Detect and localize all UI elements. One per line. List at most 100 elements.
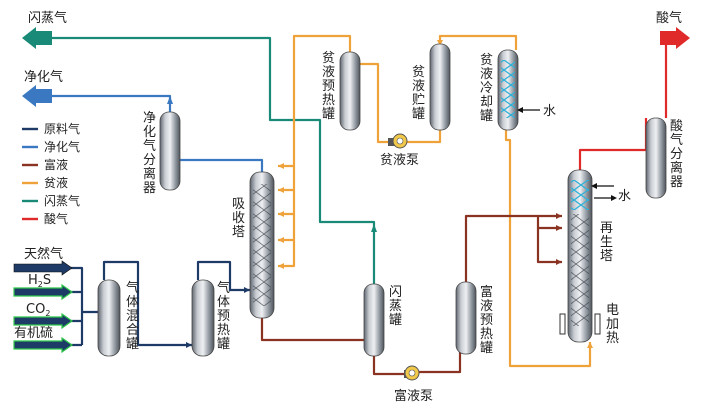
vessel-label-char: 气 — [217, 280, 230, 296]
purified-gas-separator: 净化气分离器 — [143, 111, 181, 196]
vessel-label-char: 罐 — [322, 107, 335, 122]
rich-preheat-tank-body — [455, 281, 477, 355]
feed-inputs: 天然气 H2S CO2 有机硫 — [13, 246, 74, 354]
absorber-tower: 吸收塔 — [232, 171, 275, 319]
lean-preheat-tank: 贫液预热罐 — [322, 50, 361, 131]
vessel-label-char: 贮 — [412, 93, 425, 108]
vessel-label-char: 冷 — [480, 81, 493, 96]
gas-preheat-tank-body — [191, 279, 215, 357]
vessel-label-char: 液 — [322, 65, 335, 80]
rich-pump-label: 富液泵 — [394, 388, 433, 404]
acid-gas-separator-body — [645, 117, 667, 199]
lean-storage-tank: 贫液贮罐 — [412, 43, 451, 131]
vessel-label-char: 收 — [232, 211, 245, 226]
lean-preheat-tank-label: 贫液预热罐 — [322, 50, 335, 122]
flash-tank: 闪蒸罐 — [363, 283, 402, 357]
natural-gas-input-arrow — [13, 260, 73, 276]
vessel-label-char: 化 — [143, 125, 156, 140]
vessel-label-char: 加 — [606, 317, 619, 332]
acid-gas-output-arrow — [660, 27, 690, 49]
vessel-label-char: 电 — [606, 303, 619, 318]
vessel-label-char: 液 — [412, 79, 425, 94]
vessel-label-char: 预 — [217, 309, 230, 324]
vessel-label-char: 气 — [126, 280, 139, 296]
lean-pump-base — [388, 138, 396, 146]
vessel-label-char: 气 — [143, 138, 156, 154]
vessel-label-char: 预 — [480, 313, 493, 328]
gas-preheat-tank: 气体预热罐 — [191, 279, 230, 357]
rich-preheat-tank: 富液预热罐 — [455, 281, 493, 356]
vessel-label-char: 却 — [480, 95, 493, 110]
vessel-label-char: 合 — [126, 323, 139, 338]
lean-storage-tank-label: 贫液贮罐 — [412, 64, 425, 122]
gas-mixing-tank: 气体混合罐 — [97, 279, 139, 357]
arrow-raw-absorber — [244, 287, 250, 293]
vessel-label-char: 体 — [217, 295, 230, 310]
vessel-label-char: 罐 — [412, 107, 425, 122]
cooler-water-label: 水 — [543, 104, 556, 119]
legend-label: 净化气 — [44, 139, 80, 154]
flash-gas-output-arrow — [22, 27, 52, 49]
arrow-raw-mid — [186, 342, 192, 348]
lean-storage-tank-body — [429, 43, 451, 131]
purified-gas-output-arrow — [22, 85, 52, 107]
lean-cooler-label: 贫液冷却罐 — [480, 52, 493, 124]
arrow-rich-r1 — [556, 213, 562, 219]
legend-label: 酸气 — [44, 211, 68, 226]
vessel-label-char: 离 — [143, 166, 156, 182]
h2s-input-arrow — [13, 283, 74, 301]
acid-gas-output-label: 酸气 — [656, 10, 682, 26]
organic-sulfur-input-arrow — [13, 336, 74, 354]
vessel-label-char: 热 — [217, 323, 230, 338]
absorber-label: 吸收塔 — [232, 197, 245, 240]
flash-tank-body — [363, 283, 385, 357]
vessel-label-char: 净 — [143, 111, 156, 126]
vessel-label-char: 液 — [480, 67, 493, 82]
legend-label: 闪蒸气 — [44, 193, 80, 208]
vessel-label-char: 闪 — [389, 285, 402, 300]
arrow-lean-in2 — [278, 187, 284, 193]
vessel-label-char: 塔 — [232, 225, 245, 240]
vessel-label-char: 热 — [606, 331, 619, 346]
vessel-label-char: 热 — [322, 93, 335, 108]
regenerator-label: 再生塔 — [600, 221, 613, 264]
arrow-lean-storage — [437, 40, 443, 46]
electric-heater-label: 电加热 — [606, 303, 619, 346]
vessel-label-char: 器 — [143, 181, 156, 196]
vessel-label-char: 体 — [126, 295, 139, 310]
vessel-label-char: 气 — [670, 132, 683, 148]
output-purified-gas: 净化气 — [22, 69, 63, 107]
co2-input-arrow — [13, 312, 74, 330]
gas-preheat-tank-label: 气体预热罐 — [217, 280, 230, 352]
output-flash-gas: 闪蒸气 — [22, 10, 67, 49]
natural-gas-label: 天然气 — [24, 246, 63, 262]
vessel-label-char: 混 — [126, 309, 139, 324]
h2s-label: H2S — [28, 273, 51, 289]
regen-water-label: 水 — [618, 189, 631, 204]
lean-preheat-tank-body — [339, 51, 361, 131]
vessel-label-char: 吸 — [232, 197, 245, 212]
flash-gas-pipes — [50, 36, 376, 285]
vessel-label-char: 罐 — [126, 337, 139, 352]
vessel-label-char: 罐 — [389, 313, 402, 328]
acid-gas-separator-label: 酸气分离器 — [670, 119, 683, 190]
vessel-label-char: 分 — [670, 147, 683, 162]
regenerator-tower: 再生塔 水 电加热 — [559, 169, 631, 346]
lean-cooler-tank: 贫液冷却罐 水 — [480, 49, 556, 131]
arrow-purified-sep — [167, 96, 173, 104]
vessel-label-char: 贫 — [480, 52, 493, 68]
arrow-flash-up — [371, 224, 377, 232]
legend-label: 原料气 — [44, 121, 80, 136]
rich-pump: 富液泵 — [394, 365, 433, 404]
rich-pump-impeller — [408, 369, 416, 377]
vessel-label-char: 液 — [480, 299, 493, 314]
purified-gas-output-label: 净化气 — [24, 69, 63, 85]
vessel-label-char: 罐 — [480, 109, 493, 124]
raw-gas-pipes — [70, 260, 250, 347]
purified-gas-separator-label: 净化气分离器 — [143, 111, 156, 196]
vessel-label-char: 富 — [480, 284, 493, 300]
arrow-lean-in5 — [278, 263, 284, 269]
vessel-label-char: 贫 — [412, 64, 425, 80]
